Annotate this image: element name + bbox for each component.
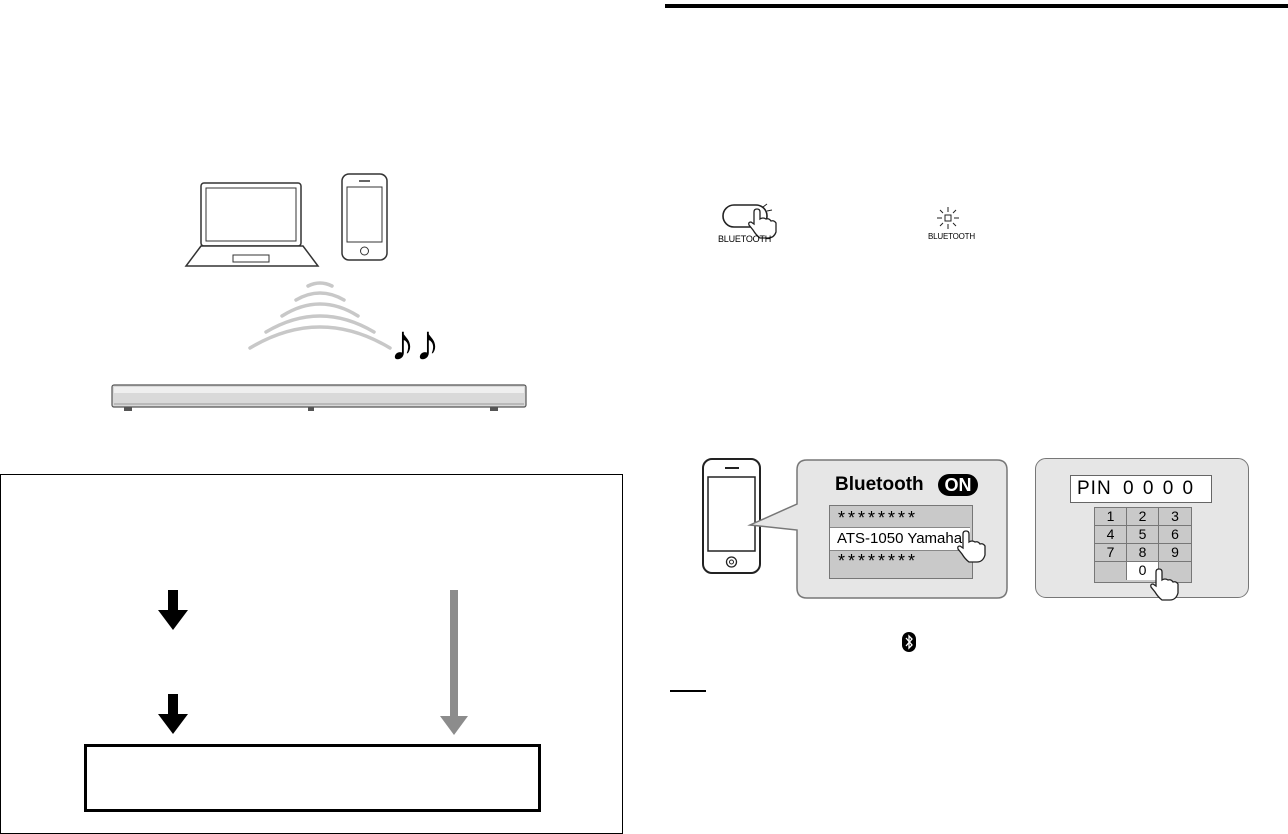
keypad-key[interactable]: 2 [1127,508,1159,526]
keypad-key[interactable]: 6 [1159,526,1191,544]
keypad-blank [1095,562,1127,580]
music-notes-icon: ♪♪ [390,318,440,368]
bluetooth-indicator-label: BLUETOOTH [928,232,975,241]
keypad-key[interactable]: 5 [1127,526,1159,544]
keypad-key[interactable]: 1 [1095,508,1127,526]
list-item-label: ATS-1050 Yamaha [837,530,962,547]
gray-down-arrow-icon [440,590,468,736]
keypad-key[interactable]: 9 [1159,544,1191,562]
down-arrow-icon [158,694,188,736]
note-rule [670,690,706,692]
laptop-icon [185,180,320,272]
list-item[interactable]: ******** [838,508,918,529]
keypad-key[interactable]: 7 [1095,544,1127,562]
list-item-selected[interactable]: ATS-1050 Yamaha [830,527,970,551]
bluetooth-settings-title: Bluetooth [835,474,924,496]
list-item[interactable]: ******** [838,551,918,572]
tap-hand-icon [953,528,993,568]
keypad-key[interactable]: 4 [1095,526,1127,544]
keypad-key[interactable]: 3 [1159,508,1191,526]
bluetooth-indicator-flash-icon [936,206,960,230]
pin-input[interactable]: PIN 0 0 0 0 [1070,475,1212,503]
signal-waves-icon [230,272,410,372]
soundbar-icon [110,382,530,414]
result-box [84,744,541,812]
bluetooth-on-badge[interactable]: ON [938,474,978,496]
section-rule [665,4,1288,8]
smartphone-icon [340,172,390,262]
tap-hand-icon [1146,566,1186,606]
pin-label: PIN [1077,478,1112,500]
down-arrow-icon [158,590,188,632]
keypad-key[interactable]: 8 [1127,544,1159,562]
bluetooth-key-label: BLUETOOTH [718,234,771,244]
bluetooth-icon [902,632,916,652]
pin-value: 0 0 0 0 [1123,478,1195,500]
bluetooth-on-badge-label: ON [945,475,972,495]
